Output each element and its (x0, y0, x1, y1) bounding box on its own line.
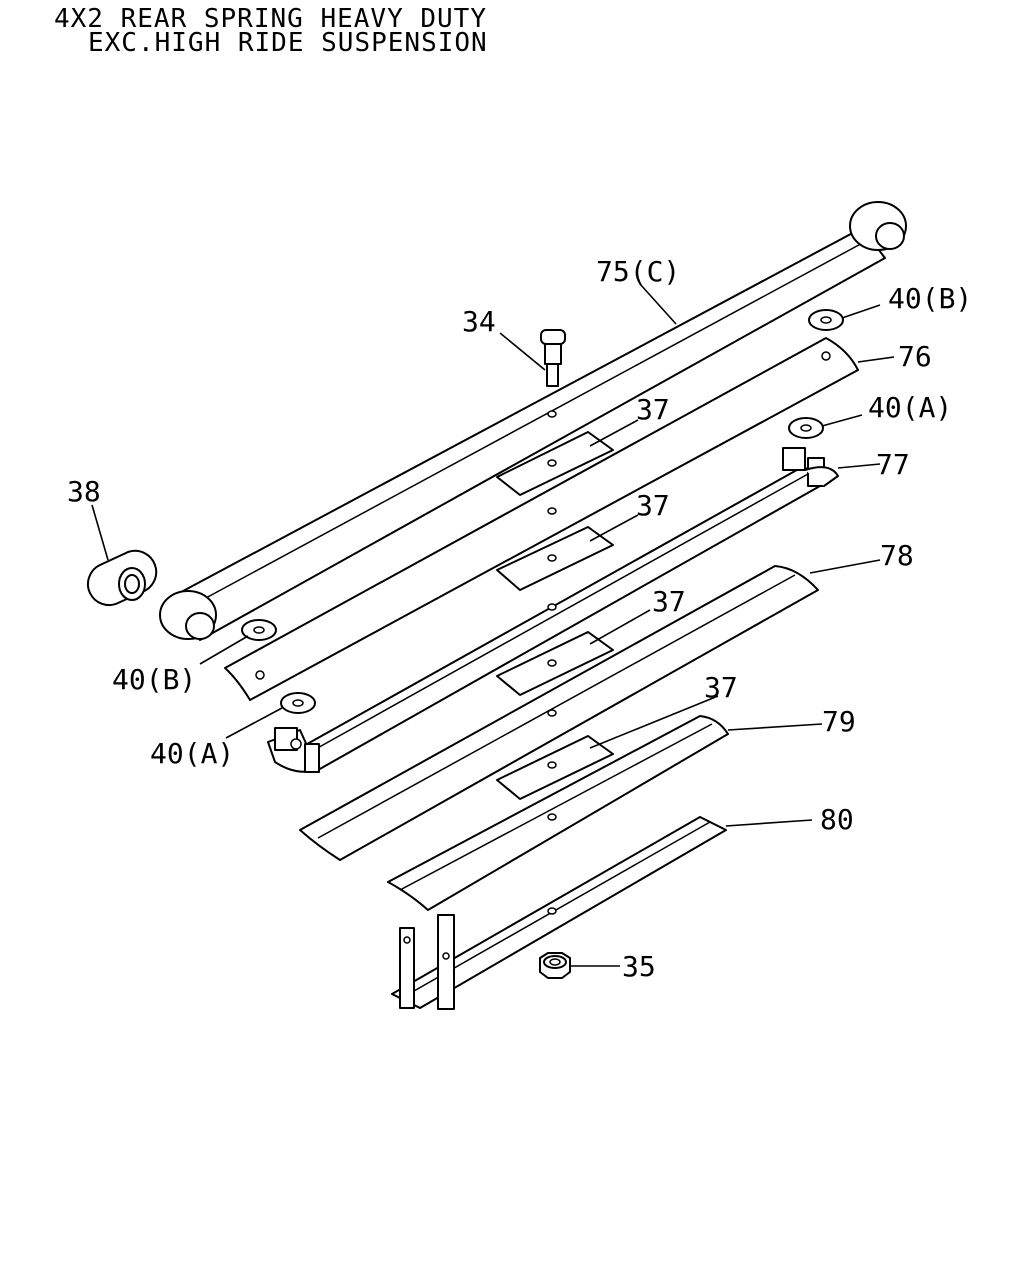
title-line-1: 4X2 REAR SPRING HEAVY DUTY (54, 4, 487, 34)
callout-75c: 75(C) (596, 255, 681, 288)
leaf-78 (299, 565, 819, 861)
callout-77: 77 (876, 448, 910, 481)
callout-40b-left: 40(B) (112, 663, 197, 696)
callout-40a-left: 40(A) (150, 737, 235, 770)
callout-78: 78 (880, 539, 914, 572)
main-leaf-75c (159, 201, 907, 641)
callout-40a-top: 40(A) (868, 391, 953, 424)
callout-79: 79 (822, 705, 856, 738)
leaf-79 (387, 715, 729, 911)
leader-lines (91, 283, 895, 967)
center-bolt-34 (540, 329, 566, 387)
nut-35 (539, 952, 571, 979)
callout-37-b: 37 (636, 489, 670, 522)
callout-37-c: 37 (652, 585, 686, 618)
callout-76: 76 (898, 340, 932, 373)
callout-35: 35 (622, 950, 656, 983)
callout-37-d: 37 (704, 671, 738, 704)
callout-40b-top: 40(B) (888, 282, 973, 315)
leaf-80 (391, 816, 727, 1010)
title-line-2: EXC.HIGH RIDE SUSPENSION (88, 28, 488, 58)
callout-37-a: 37 (636, 393, 670, 426)
callout-34: 34 (462, 305, 496, 338)
leaf-77 (267, 447, 839, 773)
leaf-76 (224, 337, 859, 701)
callout-38: 38 (67, 475, 101, 508)
callout-80: 80 (820, 803, 854, 836)
bushing-38 (87, 549, 158, 606)
